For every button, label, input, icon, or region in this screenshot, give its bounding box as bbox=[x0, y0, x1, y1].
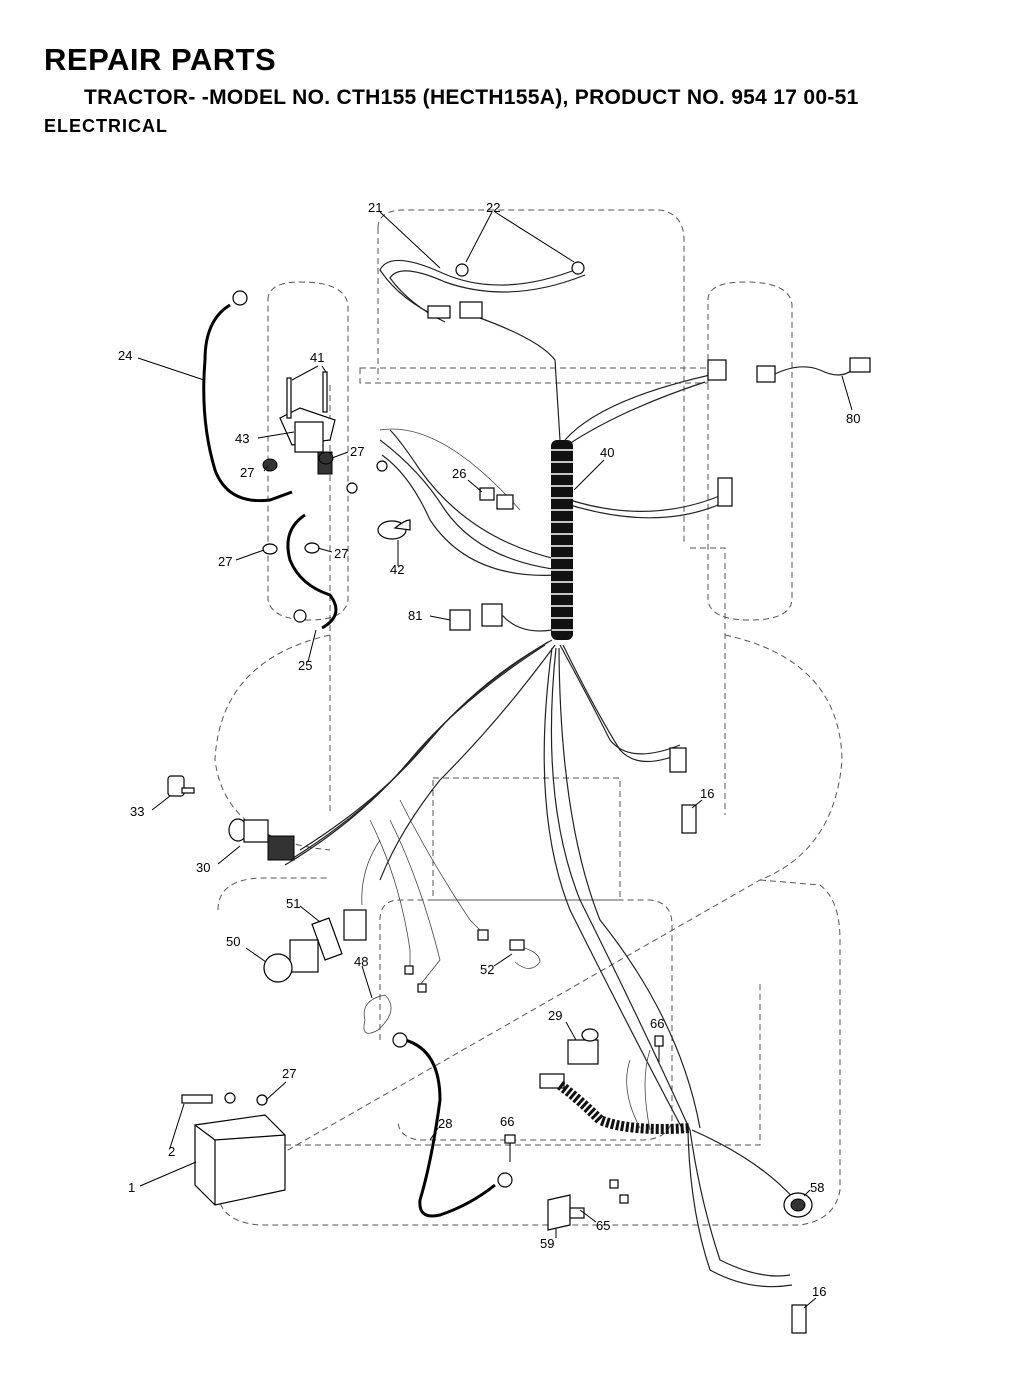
callout-labels: 21 22 24 41 43 27 27 40 26 80 27 27 42 8… bbox=[118, 200, 860, 1299]
callout-24: 24 bbox=[118, 348, 132, 363]
callout-2: 2 bbox=[168, 1144, 175, 1159]
right-front-wheel-outline bbox=[707, 281, 793, 621]
part-42-grommet bbox=[346, 460, 411, 540]
callout-22: 22 bbox=[486, 200, 500, 215]
connector-16-upper bbox=[681, 804, 697, 834]
solenoid-body bbox=[294, 421, 324, 453]
part-59-bracket bbox=[547, 1194, 585, 1231]
screw-66-upper bbox=[654, 1035, 664, 1062]
callout-25: 25 bbox=[298, 658, 312, 673]
callout-80: 80 bbox=[846, 411, 860, 426]
ground-cable-28 bbox=[404, 1038, 496, 1218]
rear-deck-outline bbox=[217, 877, 841, 1226]
fuse-holder bbox=[479, 487, 514, 510]
part-29 bbox=[539, 1028, 599, 1089]
callout-66: 66 bbox=[650, 1016, 664, 1031]
callout-42: 42 bbox=[390, 562, 404, 577]
callout-21: 21 bbox=[368, 200, 382, 215]
callout-28: 28 bbox=[438, 1116, 452, 1131]
front-axle-outline bbox=[359, 367, 709, 384]
cable-25 bbox=[286, 513, 338, 630]
callout-27: 27 bbox=[282, 1066, 296, 1081]
part-80-wire bbox=[756, 357, 871, 383]
callout-48: 48 bbox=[354, 954, 368, 969]
left-rear-fender-outline bbox=[214, 634, 331, 851]
callout-51: 51 bbox=[286, 896, 300, 911]
pto-switch bbox=[263, 909, 367, 983]
tractor-outline bbox=[214, 209, 843, 1226]
callout-27: 27 bbox=[240, 465, 254, 480]
wire-52 bbox=[511, 944, 541, 969]
callout-52: 52 bbox=[480, 962, 494, 977]
page-title: REPAIR PARTS bbox=[44, 42, 277, 77]
hood-outline bbox=[377, 209, 685, 545]
callout-40: 40 bbox=[600, 445, 614, 460]
section-heading: ELECTRICAL bbox=[44, 116, 168, 136]
battery-cable-24 bbox=[202, 303, 293, 503]
callout-29: 29 bbox=[548, 1008, 562, 1023]
wire-48 bbox=[363, 994, 392, 1034]
headlight-plug bbox=[459, 301, 483, 319]
tail-connector-top bbox=[707, 359, 727, 381]
callout-1: 1 bbox=[128, 1180, 135, 1195]
callout-16: 16 bbox=[700, 786, 714, 801]
seat-deck-outline bbox=[432, 777, 621, 901]
rear-coiled-loom bbox=[556, 1081, 691, 1134]
callout-66: 66 bbox=[500, 1114, 514, 1129]
seat-switch-connector bbox=[669, 747, 687, 773]
callout-43: 43 bbox=[235, 431, 249, 446]
callout-58: 58 bbox=[810, 1180, 824, 1195]
side-connector bbox=[717, 477, 733, 507]
callout-81: 81 bbox=[408, 608, 422, 623]
bulb-left bbox=[455, 263, 469, 277]
leader-lines bbox=[137, 211, 853, 1309]
pto-knob bbox=[263, 953, 293, 983]
callout-65: 65 bbox=[596, 1218, 610, 1233]
callout-30: 30 bbox=[196, 860, 210, 875]
callout-41: 41 bbox=[310, 350, 324, 365]
callout-27: 27 bbox=[350, 444, 364, 459]
page-subtitle: TRACTOR- -MODEL NO. CTH155 (HECTH155A), … bbox=[84, 86, 859, 109]
relay bbox=[449, 603, 553, 632]
callout-27: 27 bbox=[334, 546, 348, 561]
callout-50: 50 bbox=[226, 934, 240, 949]
key bbox=[167, 775, 195, 797]
ignition-switch bbox=[228, 818, 295, 861]
headlight-harness bbox=[379, 259, 586, 441]
callout-16: 16 bbox=[812, 1284, 826, 1299]
seat-outline bbox=[379, 899, 673, 1141]
screw-66-lower bbox=[504, 1134, 516, 1162]
battery bbox=[181, 1092, 286, 1206]
callout-59: 59 bbox=[540, 1236, 554, 1251]
rear-frame-outline bbox=[285, 980, 761, 1146]
coiled-loom bbox=[551, 440, 573, 640]
part-58 bbox=[783, 1192, 813, 1218]
headlight-connector bbox=[427, 305, 451, 319]
bulb-right bbox=[571, 261, 585, 275]
left-front-wheel-outline bbox=[267, 281, 349, 621]
connector-16-lower bbox=[791, 1304, 807, 1334]
main-wire-harness bbox=[284, 359, 733, 1133]
right-rear-fender-outline bbox=[724, 634, 843, 881]
solenoid-assembly bbox=[262, 371, 336, 555]
callout-33: 33 bbox=[130, 804, 144, 819]
callout-27: 27 bbox=[218, 554, 232, 569]
callout-26: 26 bbox=[452, 466, 466, 481]
